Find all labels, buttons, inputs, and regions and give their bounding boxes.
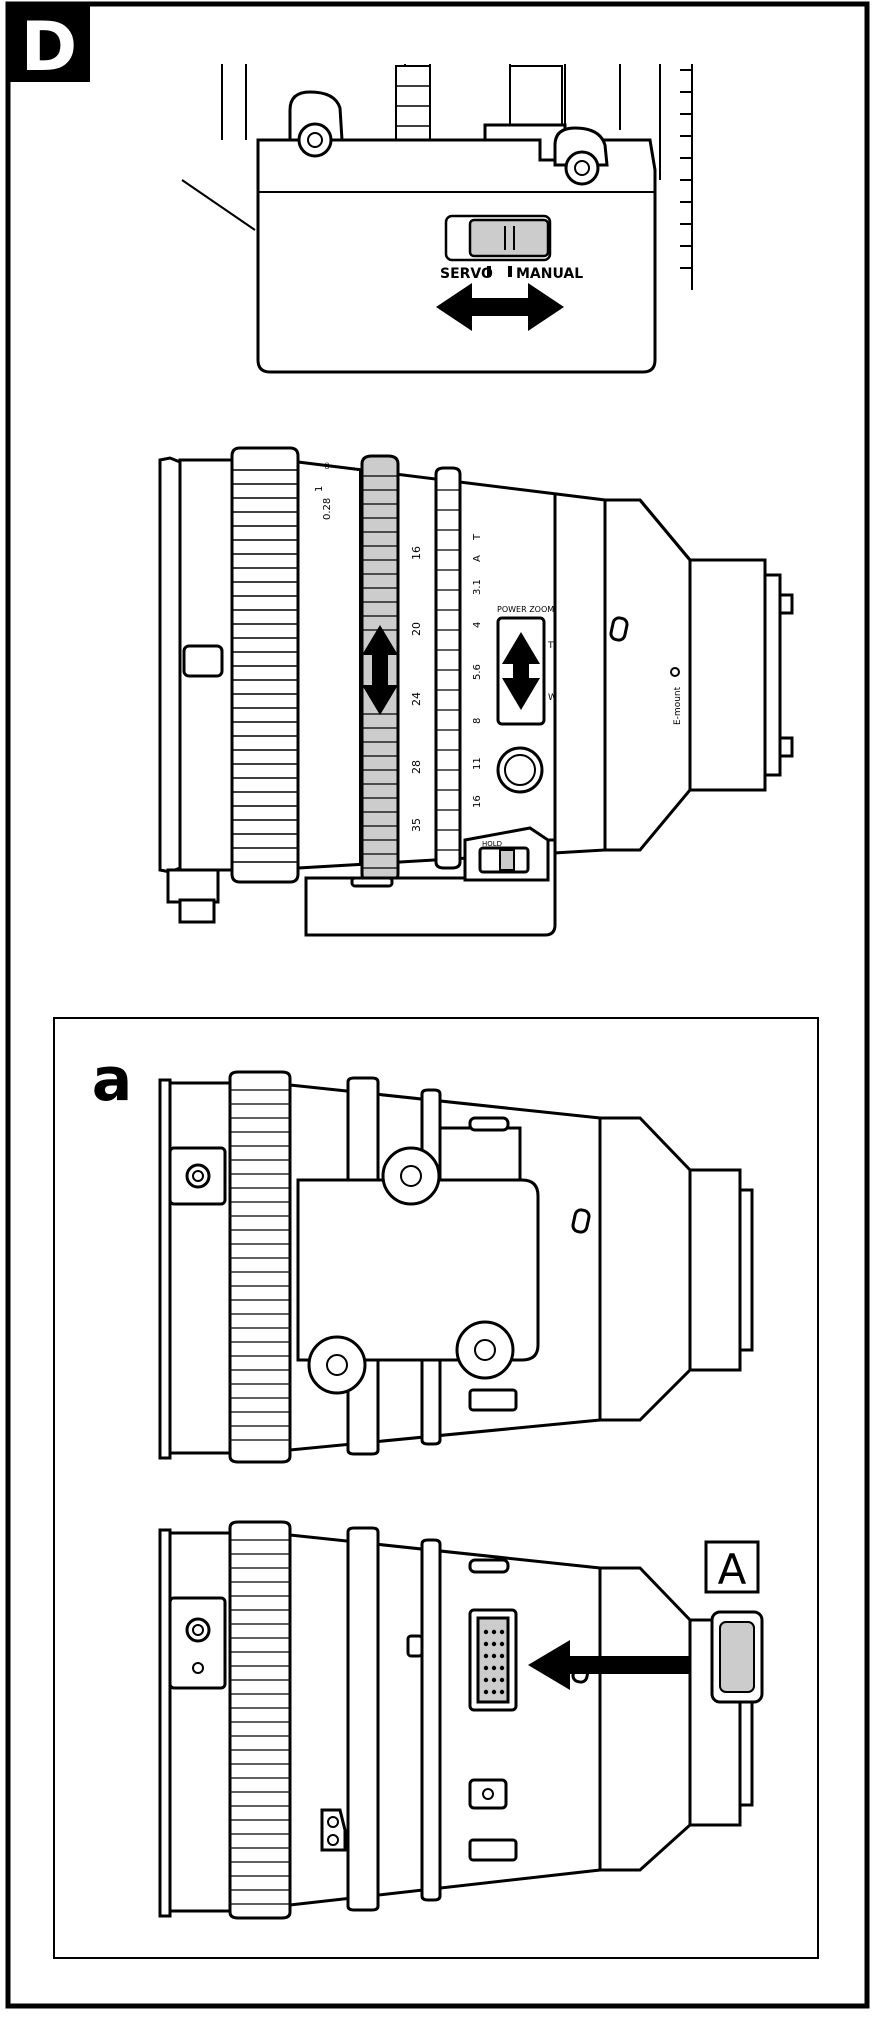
- part-label: A: [718, 1545, 747, 1594]
- aperture-scale-4: 4: [472, 622, 483, 628]
- aperture-scale-a: A: [472, 555, 483, 562]
- lens-with-bracket-illustration: [158, 1070, 754, 1464]
- aperture-scale-8: 8: [472, 718, 483, 724]
- distance-scale-1: 1: [314, 486, 325, 492]
- part-label-box: [704, 1540, 760, 1594]
- servo-manual-illustration: [181, 64, 693, 374]
- aperture-scale-3-1: 3.1: [472, 579, 483, 595]
- figure-label: D: [21, 8, 77, 87]
- zoom-ring-arrow: [362, 625, 398, 715]
- manual-label: MANUAL: [516, 266, 583, 282]
- zoom-ring-ribs: [362, 475, 398, 869]
- aperture-scale-t: T: [472, 533, 483, 541]
- terminal-cover-inner: [719, 1621, 755, 1693]
- focus-ring-teeth: [436, 489, 460, 851]
- lens-with-cover-illustration: [158, 1520, 754, 1920]
- focal-scale-35: 35: [410, 818, 423, 832]
- aperture-scale-16: 16: [472, 795, 483, 808]
- grip-ring-ribs: [232, 469, 298, 863]
- figure-label-box: [8, 4, 90, 82]
- lens-power-zoom-illustration: [158, 446, 794, 937]
- inset-label: a: [92, 1045, 133, 1115]
- servo-label: SERVO: [440, 266, 493, 282]
- distance-scale-2: ∞: [322, 462, 333, 470]
- aperture-scale-11: 11: [472, 757, 483, 770]
- inset-frame: [53, 1017, 819, 1959]
- power-zoom-arrow: [502, 632, 540, 710]
- focal-scale-20: 20: [410, 622, 423, 636]
- focal-scale-24: 24: [410, 692, 423, 706]
- hold-switch: [499, 849, 515, 871]
- focal-scale-28: 28: [410, 760, 423, 774]
- aperture-scale-5-6: 5.6: [472, 664, 483, 680]
- page-frame: [5, 1, 870, 2009]
- distance-scale-0: 0.28: [322, 498, 333, 520]
- hold-label: HOLD: [482, 840, 502, 848]
- e-mount-label: E-mount: [673, 686, 683, 725]
- power-zoom-wide: W: [548, 693, 557, 703]
- inset-grip-ribs-1: [230, 1089, 290, 1441]
- power-zoom-label: POWER ZOOM: [497, 605, 554, 614]
- focal-scale-16: 16: [410, 546, 423, 560]
- inset-grip-ribs-2: [230, 1539, 290, 1905]
- connector-pins: [483, 1629, 505, 1695]
- insert-arrow: [528, 1640, 690, 1690]
- power-zoom-tele: T: [547, 641, 554, 651]
